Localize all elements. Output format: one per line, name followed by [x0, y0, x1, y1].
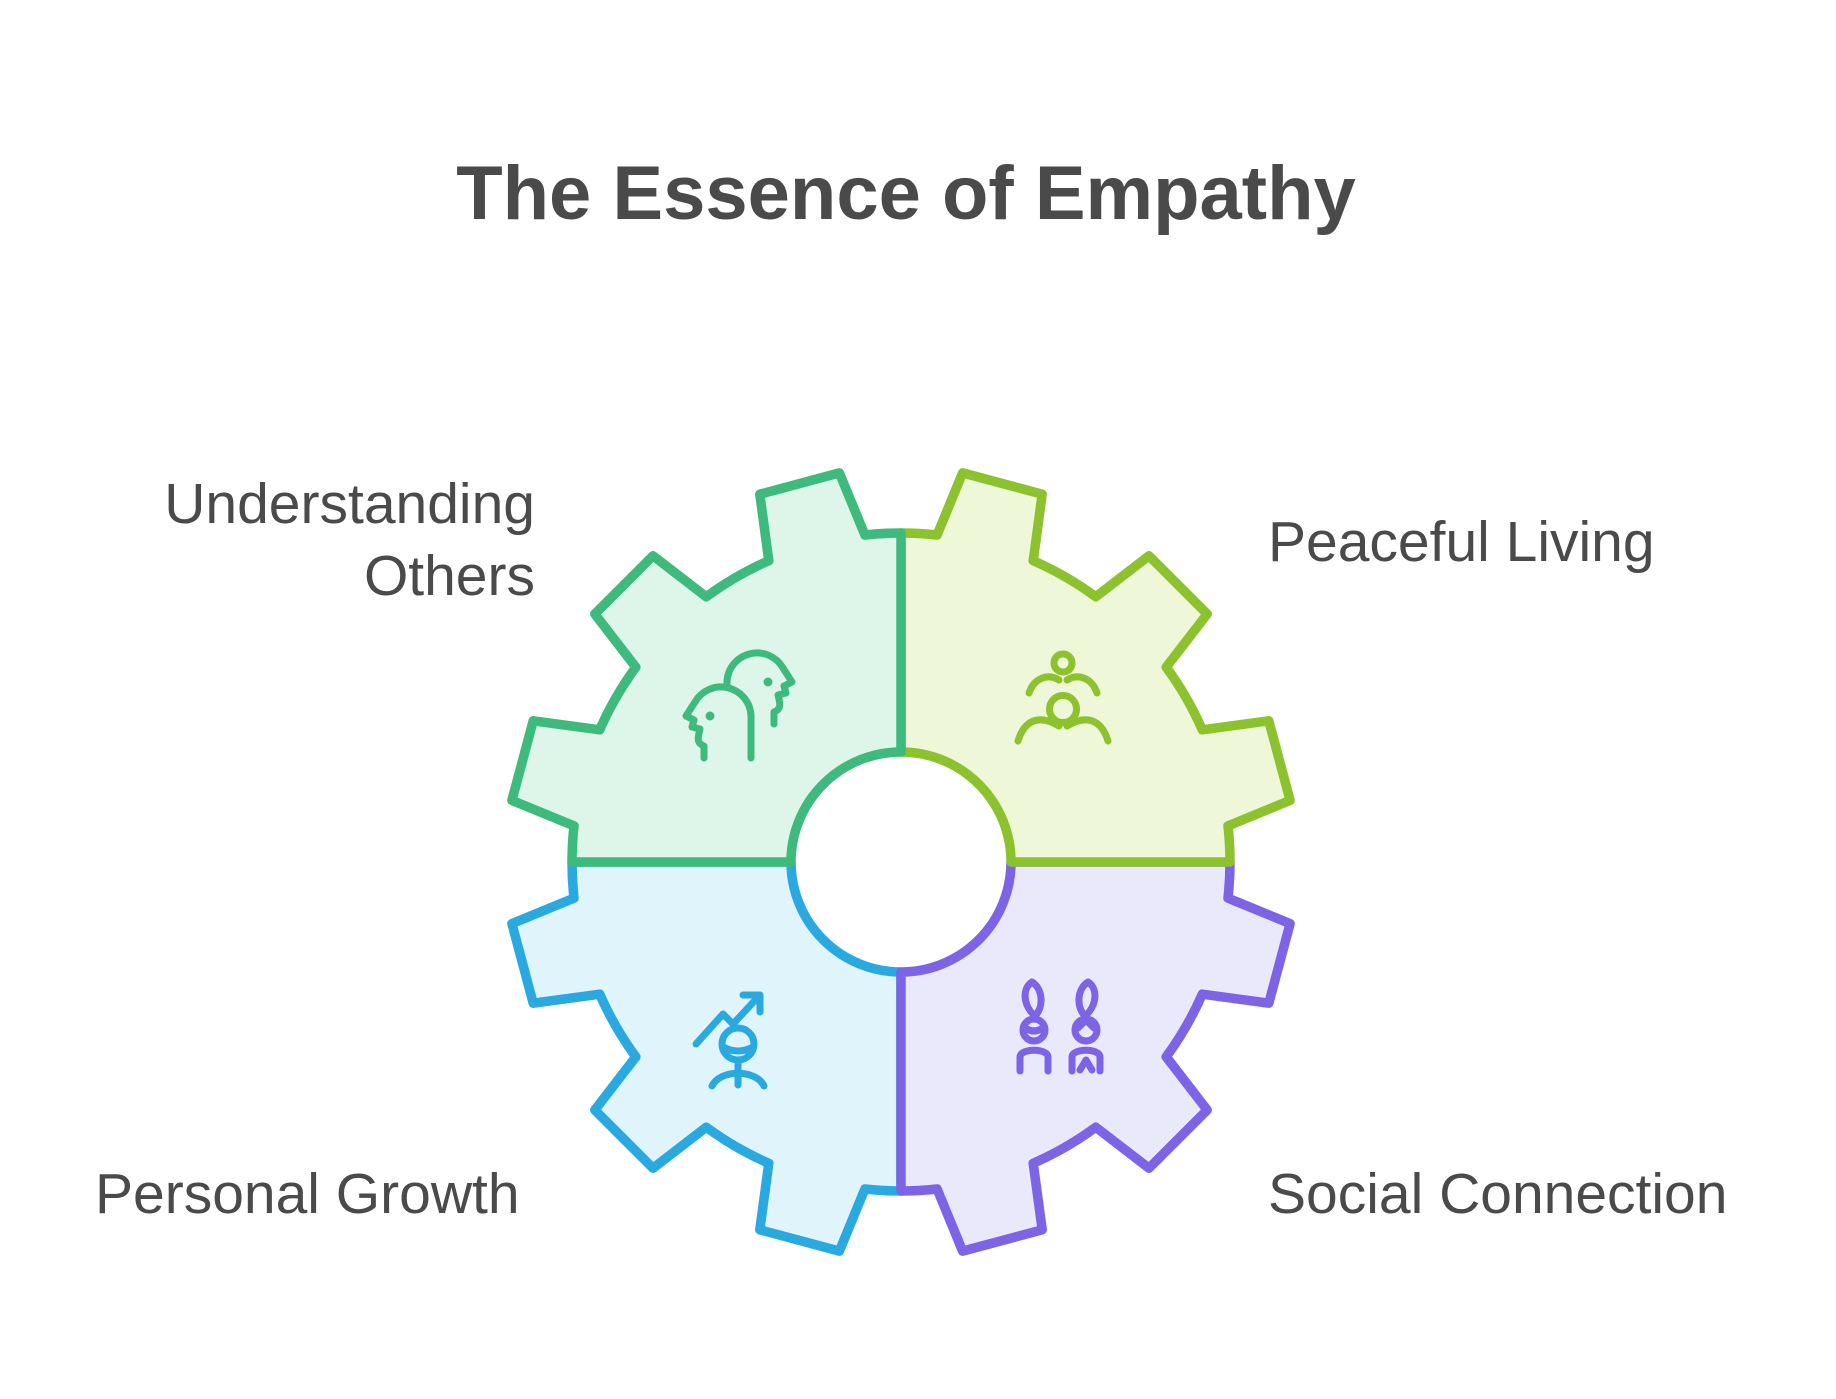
back-head	[723, 649, 796, 728]
two-people-icon	[1016, 978, 1104, 1075]
head	[1050, 650, 1076, 676]
front-head	[682, 683, 755, 762]
right-collar	[1076, 1056, 1096, 1074]
left-wing	[1025, 673, 1063, 697]
label-personal-growth: Personal Growth	[95, 1162, 520, 1226]
right-hair	[1074, 1016, 1098, 1032]
shoulders	[708, 1069, 768, 1090]
gear-quadrant-peaceful-living	[896, 468, 1295, 867]
left-head-seam	[1020, 1023, 1048, 1035]
left-raised-arms	[1021, 978, 1045, 1020]
head-seam	[719, 1043, 757, 1055]
gear-quadrant-understanding-others	[507, 468, 906, 867]
person-growth-arrow-icon	[692, 991, 768, 1090]
right-shoulders	[1068, 1046, 1104, 1075]
arrow-head	[739, 991, 764, 1016]
label-social-connection: Social Connection	[1268, 1162, 1728, 1226]
body	[1046, 692, 1080, 726]
meditating-person-icon	[1014, 650, 1112, 745]
right-arm	[1063, 716, 1112, 745]
gear	[507, 468, 1295, 1256]
two-heads-icon	[682, 649, 796, 762]
right-wing	[1063, 673, 1101, 697]
gear-quadrant-social-connection	[896, 857, 1295, 1256]
gear-quadrant-personal-growth	[507, 857, 906, 1256]
label-peaceful-living: Peaceful Living	[1268, 510, 1655, 574]
right-raised-arms	[1075, 978, 1099, 1020]
arrow-shaft	[692, 991, 764, 1048]
label-understanding-others: Understanding Others	[164, 472, 535, 608]
left-arm	[1014, 716, 1063, 745]
page-title: The Essence of Empathy	[456, 151, 1356, 236]
left-shoulders	[1016, 1046, 1052, 1075]
